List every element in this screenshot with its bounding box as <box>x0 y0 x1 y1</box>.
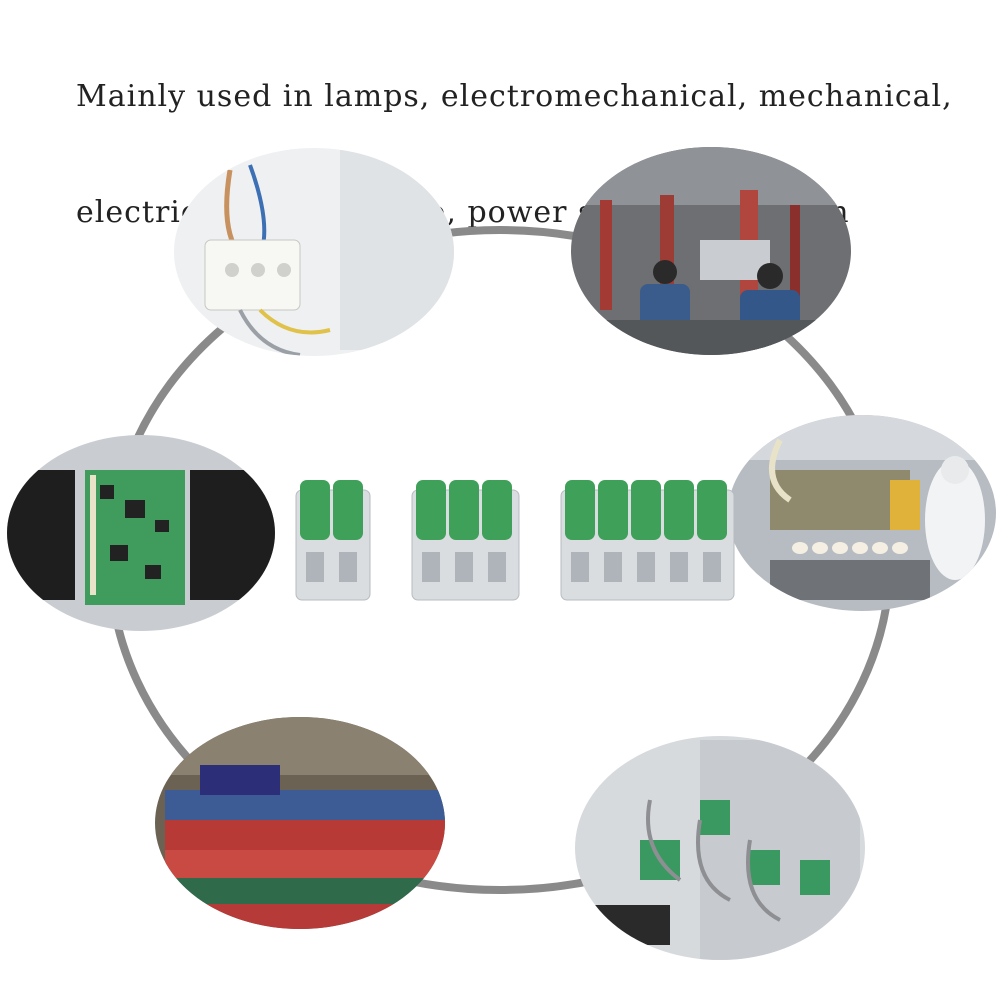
connector-lever <box>565 480 595 540</box>
connector-port <box>604 552 622 582</box>
cleanroom-photo <box>728 415 996 611</box>
connector-lever <box>598 480 628 540</box>
factory-photo <box>571 147 851 355</box>
connector-port <box>339 552 357 582</box>
connector-lever <box>416 480 446 540</box>
connector-lever <box>482 480 512 540</box>
caption-line-1: Mainly used in lamps, electromechanical,… <box>76 79 953 114</box>
connector-lever <box>697 480 727 540</box>
connector-port <box>488 552 506 582</box>
wire-spools-photo <box>155 717 445 929</box>
connector-port <box>637 552 655 582</box>
control-cabinet-photo <box>575 736 865 960</box>
connector-lever <box>664 480 694 540</box>
connector-port <box>571 552 589 582</box>
connector-port <box>670 552 688 582</box>
connector-port <box>306 552 324 582</box>
connector-port <box>422 552 440 582</box>
connector-lever <box>300 480 330 540</box>
connector-lever <box>631 480 661 540</box>
connector-port <box>455 552 473 582</box>
connector-lever <box>333 480 363 540</box>
lamp-wiring-photo <box>174 148 454 356</box>
circuit-board-photo <box>7 435 275 631</box>
connector-lever <box>449 480 479 540</box>
connector-port <box>703 552 721 582</box>
connectors-group <box>295 480 735 601</box>
